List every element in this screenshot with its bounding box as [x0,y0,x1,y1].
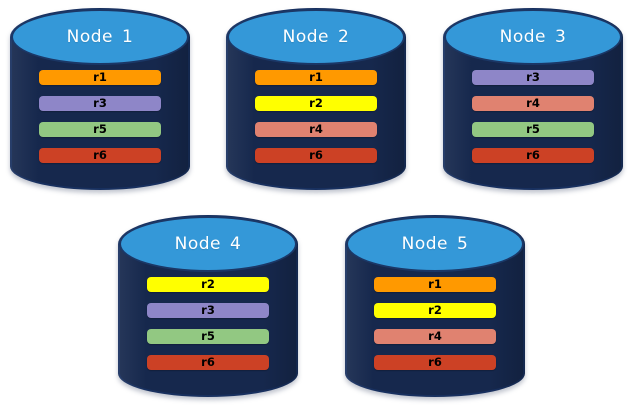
replica-label: r1 [309,69,323,84]
replica-label: r2 [201,276,215,291]
replica-list: r1 r2 r4 r6 [254,69,378,163]
replica-label: r6 [526,147,540,162]
replica-bar-r2: r2 [146,276,270,292]
replica-bar-r3: r3 [471,69,595,85]
node-label-prefix: Node [66,27,114,47]
replica-bar-r2: r2 [373,302,497,318]
replica-bar-r6: r6 [146,354,270,370]
replica-bar-r4: r4 [254,121,378,137]
replica-bar-r6: r6 [38,147,162,163]
replica-label: r2 [428,302,442,317]
node-label-number: 3 [555,27,567,47]
cylinder-top-ellipse: Node 5 [346,216,524,272]
replica-list: r3 r4 r5 r6 [471,69,595,163]
database-node-2: Node 2 r1 r2 r4 r6 [226,8,406,190]
node-label-number: 4 [230,234,242,254]
database-node-3: Node 3 r3 r4 r5 r6 [443,8,623,190]
replica-bar-r4: r4 [373,328,497,344]
node-label-number: 1 [122,27,134,47]
node-label-prefix: Node [174,234,222,254]
replica-label: r6 [201,354,215,369]
replica-bar-r1: r1 [38,69,162,85]
replica-label: r5 [201,328,215,343]
node-label: Node 4 [175,234,242,254]
replica-bar-r6: r6 [373,354,497,370]
node-label: Node 3 [500,27,567,47]
node-label: Node 2 [283,27,350,47]
database-node-1: Node 1 r1 r3 r5 r6 [10,8,190,190]
replica-list: r2 r3 r5 r6 [146,276,270,370]
cylinder-top-ellipse: Node 3 [444,9,622,65]
replica-list: r1 r3 r5 r6 [38,69,162,163]
replica-bar-r5: r5 [471,121,595,137]
replica-bar-r3: r3 [38,95,162,111]
replica-label: r1 [428,276,442,291]
cylinder-top-ellipse: Node 2 [227,9,405,65]
replica-bar-r3: r3 [146,302,270,318]
replica-bar-r4: r4 [471,95,595,111]
replica-bar-r1: r1 [373,276,497,292]
node-label-number: 5 [457,234,469,254]
replica-label: r3 [526,69,540,84]
replica-label: r4 [526,95,540,110]
replica-label: r3 [201,302,215,317]
node-label-prefix: Node [499,27,547,47]
node-label-prefix: Node [282,27,330,47]
node-label: Node 1 [67,27,134,47]
replica-label: r5 [93,121,107,136]
replica-bar-r1: r1 [254,69,378,85]
replica-label: r6 [93,147,107,162]
replica-bar-r6: r6 [254,147,378,163]
replica-label: r2 [309,95,323,110]
replica-bar-r2: r2 [254,95,378,111]
node-label: Node 5 [402,234,469,254]
database-node-5: Node 5 r1 r2 r4 r6 [345,215,525,397]
database-node-4: Node 4 r2 r3 r5 r6 [118,215,298,397]
node-label-prefix: Node [401,234,449,254]
cylinder-top-ellipse: Node 4 [119,216,297,272]
cylinder-top-ellipse: Node 1 [11,9,189,65]
replica-label: r6 [309,147,323,162]
replica-label: r6 [428,354,442,369]
replica-label: r3 [93,95,107,110]
replica-label: r5 [526,121,540,136]
node-label-number: 2 [338,27,350,47]
replica-list: r1 r2 r4 r6 [373,276,497,370]
replica-bar-r6: r6 [471,147,595,163]
replica-bar-r5: r5 [146,328,270,344]
replica-label: r1 [93,69,107,84]
replica-label: r4 [309,121,323,136]
replica-label: r4 [428,328,442,343]
replica-bar-r5: r5 [38,121,162,137]
